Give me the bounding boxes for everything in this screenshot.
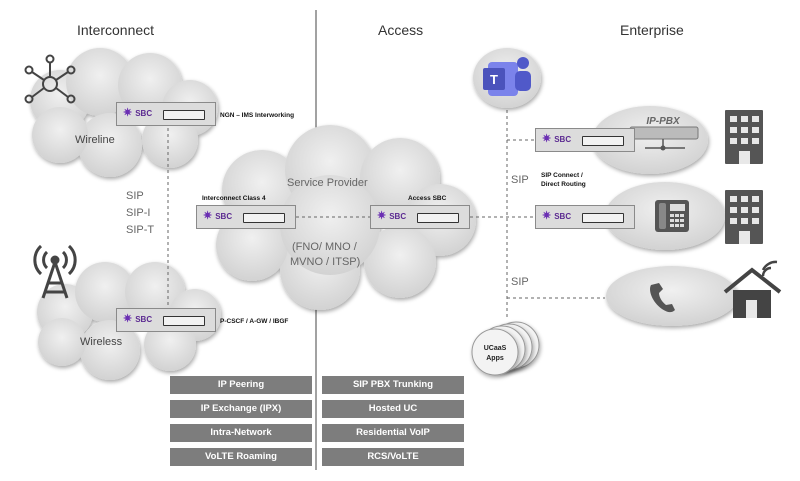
ucaas-apps-icon — [471, 321, 540, 376]
wireline-label: Wireline — [75, 134, 115, 146]
wireless-cloud — [37, 262, 221, 380]
sbc-slot — [163, 316, 205, 326]
phone-handset-icon — [650, 283, 675, 313]
sbc-slot — [417, 213, 459, 223]
home-oval — [606, 266, 738, 326]
office-building-icon — [725, 110, 763, 164]
wireless-label: Wireless — [80, 336, 123, 348]
interconnect-service-pill: IP Exchange (IPX) — [170, 400, 312, 418]
ippbx-device-icon — [629, 126, 699, 151]
sbc-slot — [582, 136, 624, 146]
sbc-caption-access: Access SBC — [408, 195, 447, 202]
sbc-logo-icon: ✷ — [203, 210, 213, 222]
access-service-pill: SIP PBX Trunking — [322, 376, 464, 394]
service-provider-label: Service Provider — [287, 177, 368, 189]
sbc-enterprise-pbx: ✷SBC — [535, 128, 635, 152]
office-building-icon — [725, 190, 763, 244]
interconnect-service-pill: IP Peering — [170, 376, 312, 394]
teams-icon: T — [473, 48, 541, 108]
sbc-label: SBC — [389, 211, 407, 221]
protocol-sip-enterprise: SIP — [511, 174, 529, 186]
sbc-caption-sip-connect-2: Direct Routing — [541, 181, 586, 188]
header-enterprise: Enterprise — [620, 22, 684, 38]
ippbx-oval — [592, 106, 708, 174]
wireline-cloud — [30, 48, 218, 177]
protocol-sip-i: SIP-I — [126, 207, 151, 219]
sbc-label: SBC — [554, 211, 572, 221]
sbc-enterprise-phone: ✷SBC — [535, 205, 635, 229]
header-access: Access — [378, 22, 424, 38]
sbc-caption-interconnect: Interconnect Class 4 — [202, 195, 266, 202]
header-interconnect: Interconnect — [77, 22, 155, 38]
protocol-sip-t: SIP-T — [126, 224, 155, 236]
interconnect-service-pill: Intra-Network — [170, 424, 312, 442]
sbc-label: SBC — [215, 211, 233, 221]
access-service-pill: Hosted UC — [322, 400, 464, 418]
service-provider-line2: MVNO / ITSP) — [290, 256, 361, 268]
sbc-interconnect: ✷SBC — [196, 205, 296, 229]
sbc-label: SBC — [554, 134, 572, 144]
sbc-logo-icon: ✷ — [377, 210, 387, 222]
service-provider-cloud — [216, 125, 476, 310]
sbc-caption-sip-connect-1: SIP Connect / — [541, 172, 583, 179]
sbc-logo-icon: ✷ — [123, 107, 133, 119]
sbc-logo-icon: ✷ — [542, 210, 552, 222]
protocol-sip: SIP — [126, 190, 144, 202]
sbc-slot — [582, 213, 624, 223]
sbc-logo-icon: ✷ — [542, 133, 552, 145]
access-service-pill: Residential VoIP — [322, 424, 464, 442]
protocol-sip-home: SIP — [511, 276, 529, 288]
sbc-ngn: ✷SBC — [116, 102, 216, 126]
home-wifi-icon — [723, 260, 782, 318]
ippbx-label: IP-PBX — [646, 116, 681, 127]
sbc-slot — [243, 213, 285, 223]
sbc-caption-pcscf: P-CSCF / A-GW / IBGF — [220, 318, 289, 325]
sbc-label: SBC — [135, 314, 153, 324]
svg-text:T: T — [490, 72, 498, 87]
ucaas-label-line1: UCaaS — [484, 345, 507, 352]
sbc-label: SBC — [135, 108, 153, 118]
sbc-caption-ngn: NGN – IMS Interworking — [220, 112, 295, 119]
service-provider-line1: (FNO/ MNO / — [292, 241, 357, 253]
sbc-pcscf: ✷SBC — [116, 308, 216, 332]
interconnect-service-pill: VoLTE Roaming — [170, 448, 312, 466]
sbc-slot — [163, 110, 205, 120]
access-service-pill: RCS/VoLTE — [322, 448, 464, 466]
ucaas-label-line2: Apps — [486, 355, 504, 362]
cell-tower-icon — [33, 244, 77, 299]
sbc-logo-icon: ✷ — [123, 313, 133, 325]
desk-phone-icon — [655, 200, 689, 232]
sbc-access: ✷SBC — [370, 205, 470, 229]
network-hub-icon — [24, 54, 76, 104]
